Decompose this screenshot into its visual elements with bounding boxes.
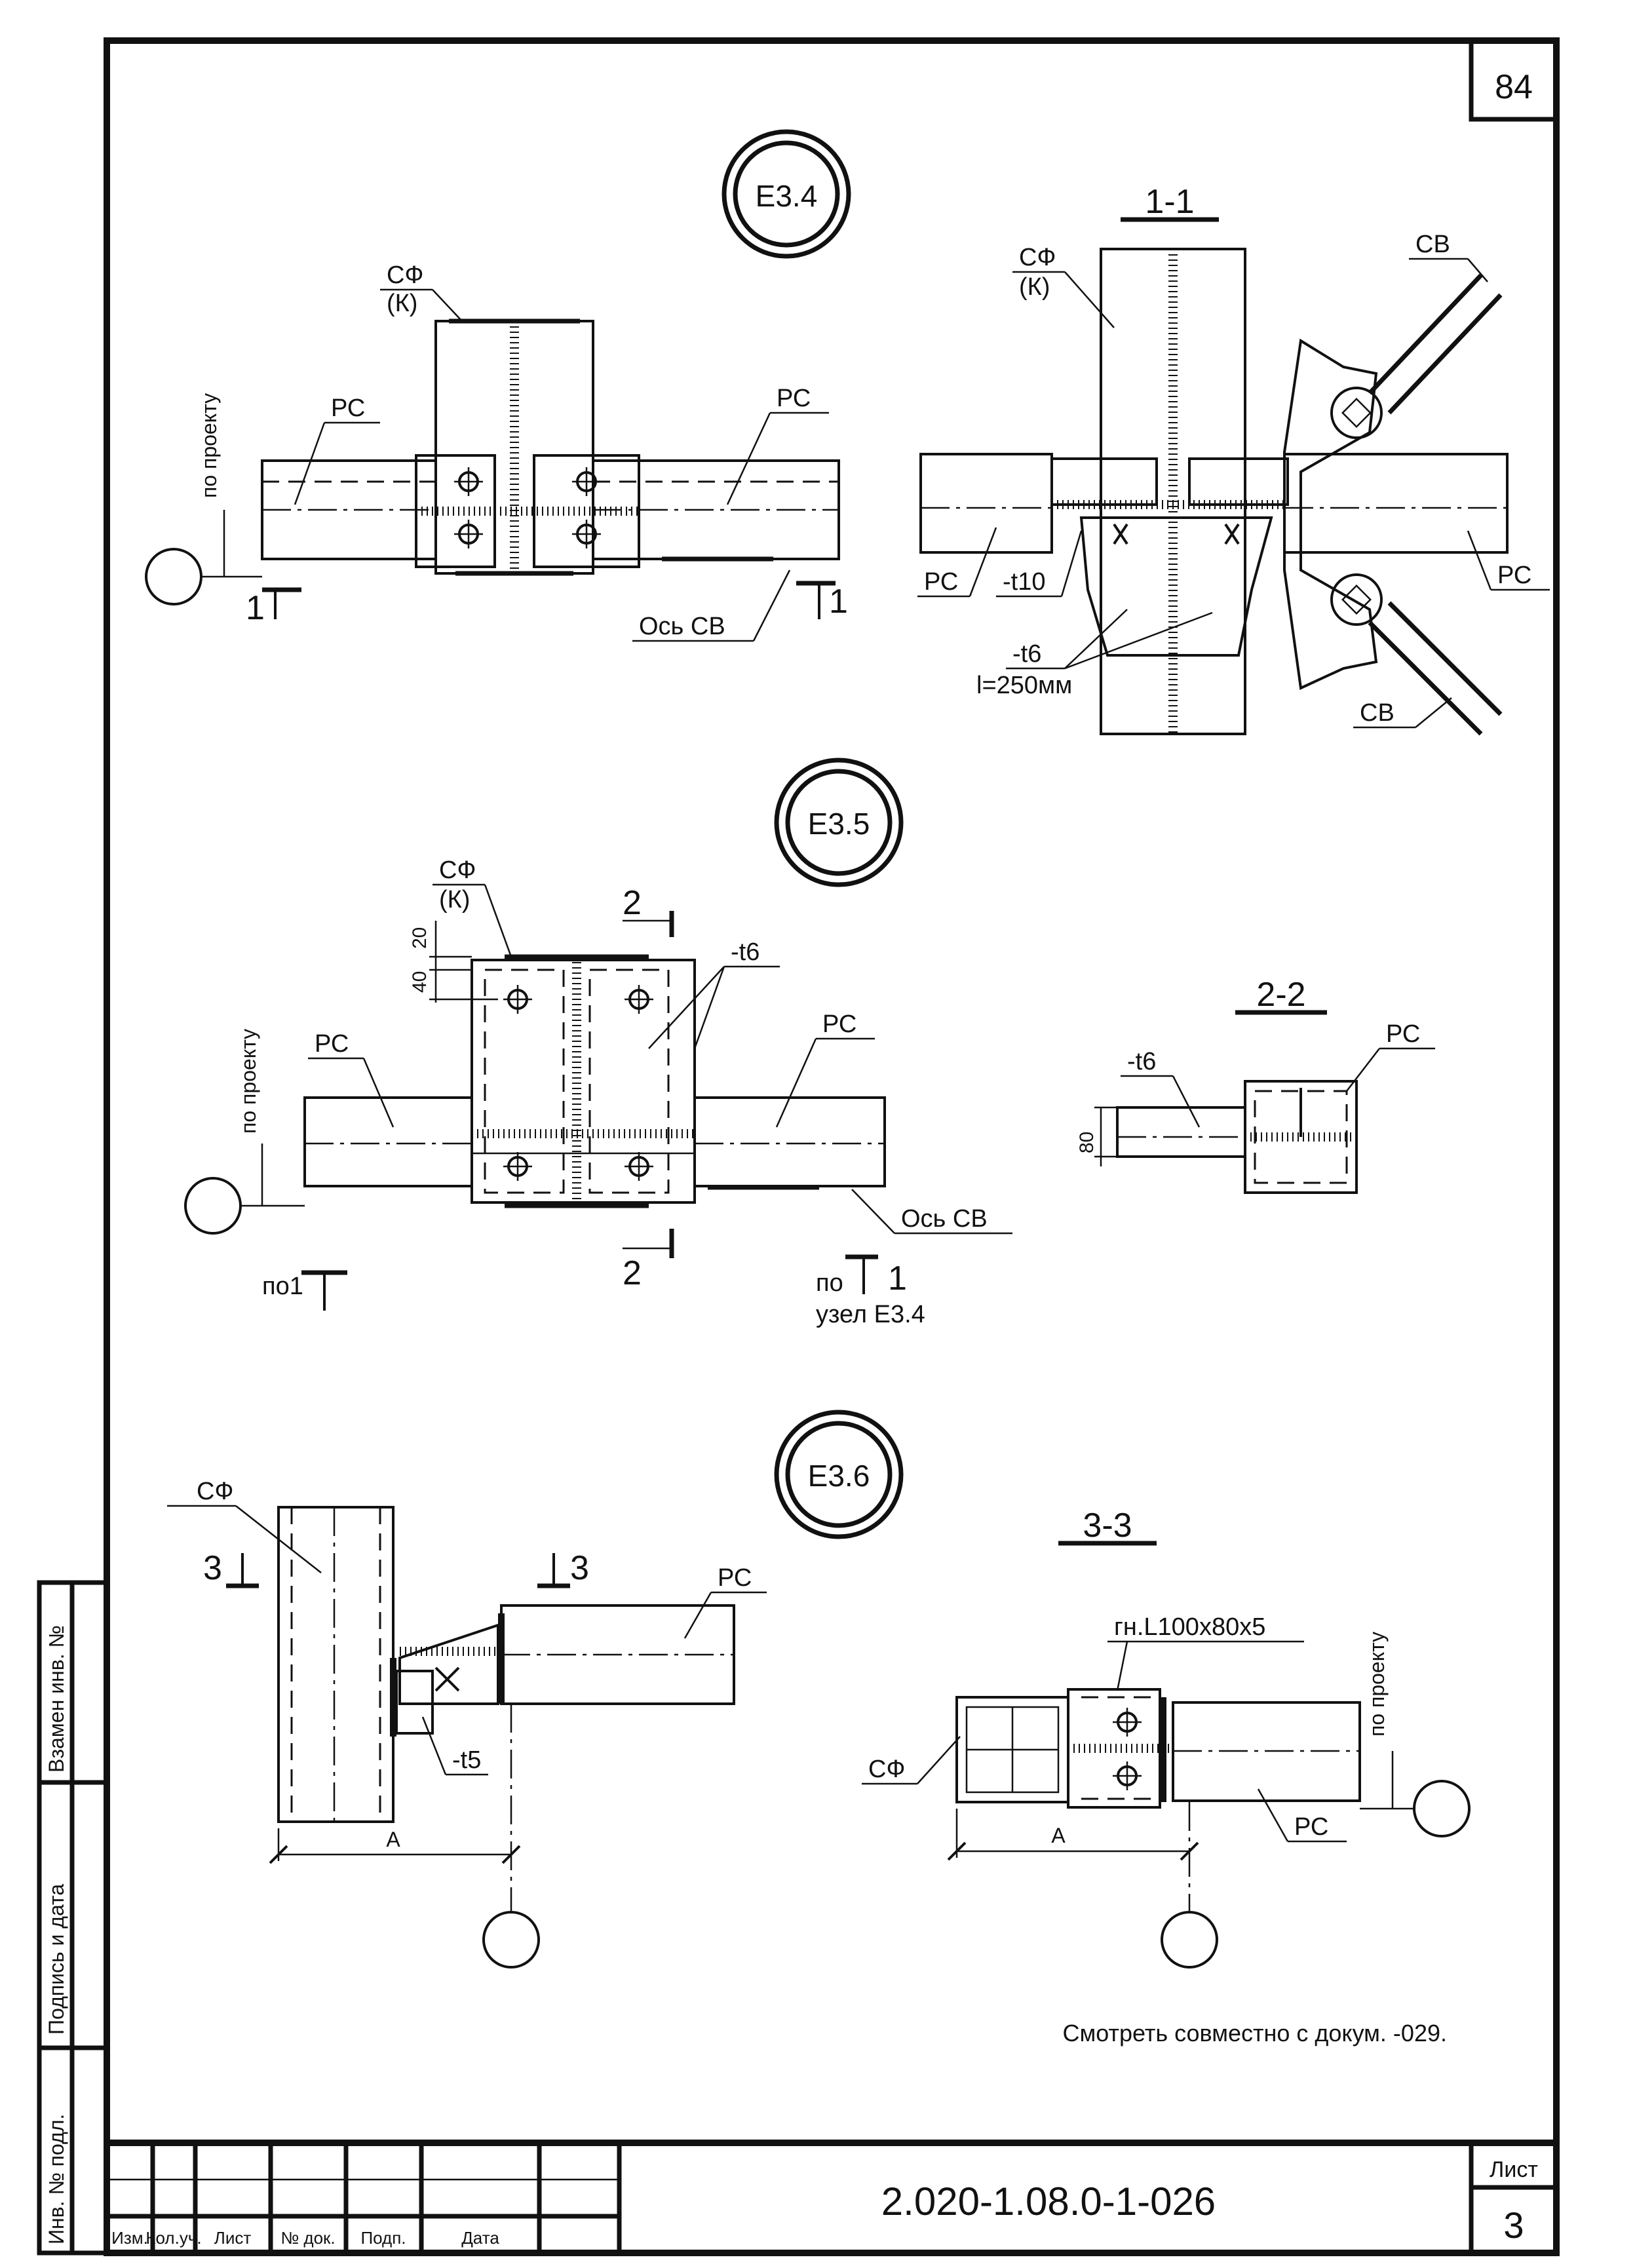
sheet-number: 3 bbox=[1503, 2204, 1524, 2246]
section-3-3-title: 3-3 bbox=[1083, 1507, 1132, 1545]
section-2-2-dim80: 80 bbox=[1076, 1132, 1098, 1153]
node-e34: Е3.4 СФ (К) РС РС по проекту bbox=[145, 129, 851, 642]
node-e35-tag-text: Е3.5 bbox=[808, 807, 870, 841]
node-e35-tag: Е3.5 bbox=[774, 758, 904, 887]
side-stamp: Взамен инв. № Подпись и дата Инв. № подл… bbox=[37, 1580, 109, 2256]
node-e36: Е3.6 СФ 3 3 РС -t5 А bbox=[167, 1410, 904, 1969]
node-e36-sf: СФ bbox=[197, 1478, 233, 1505]
tb-col-kol: Кол.уч. bbox=[145, 2228, 201, 2248]
node-e35-bolt-icons bbox=[503, 985, 653, 1181]
node-e36-tag-text: Е3.6 bbox=[808, 1459, 870, 1493]
node-e35-rc-right: РС bbox=[822, 1010, 856, 1038]
node-e34-tag: Е3.4 bbox=[721, 129, 851, 259]
section-1-1-len: l=250мм bbox=[976, 672, 1072, 699]
node-e35-dim20: 20 bbox=[409, 927, 431, 949]
section-1-1-t6: -t6 bbox=[1012, 640, 1041, 668]
section-3-3-dim-a: А bbox=[1051, 1824, 1066, 1847]
section-1-1-title: 1-1 bbox=[1145, 183, 1194, 221]
section-3-3-angle: гн.L100x80x5 bbox=[1114, 1613, 1265, 1641]
tb-col-doc: № док. bbox=[280, 2228, 335, 2248]
node-e35-k: (К) bbox=[439, 886, 470, 913]
section-1-1-sf: СФ bbox=[1019, 244, 1056, 271]
sheet-frame: 84 bbox=[104, 37, 1560, 2256]
node-e35-rc-left: РС bbox=[315, 1030, 349, 1058]
node-e36-t5: -t5 bbox=[452, 1746, 481, 1774]
section-2-2-t6: -t6 bbox=[1127, 1048, 1156, 1075]
sheet-label: Лист bbox=[1490, 2157, 1538, 2182]
title-block: Изм. Кол.уч. Лист № док. Подп. Дата 2.02… bbox=[107, 2140, 1556, 2253]
node-e35-sec2-bottom: 2 bbox=[623, 1254, 642, 1292]
section-1-1-k: (К) bbox=[1019, 273, 1050, 301]
section-2-2: 2-2 -t6 РС 80 bbox=[1076, 976, 1435, 1194]
section-1-1-rc-left: РС bbox=[924, 568, 958, 596]
node-e34-rc-right: РС bbox=[777, 385, 811, 412]
node-e34-rc-left: РС bbox=[331, 394, 365, 422]
side-stamp-inventory: Инв. № подл. bbox=[45, 2114, 68, 2244]
node-e35-dim40: 40 bbox=[409, 971, 431, 993]
node-e36-rc: РС bbox=[718, 1564, 752, 1592]
tb-col-date: Дата bbox=[461, 2228, 499, 2248]
section-1-1-sv-top: СВ bbox=[1415, 231, 1450, 258]
node-e34-po-proektu: по проекту bbox=[197, 393, 221, 498]
tb-col-list: Лист bbox=[214, 2228, 252, 2248]
node-e36-sec3-left: 3 bbox=[203, 1549, 222, 1587]
section-1-1-rc-right: РС bbox=[1497, 562, 1531, 589]
tb-col-izm: Изм. bbox=[111, 2228, 148, 2248]
node-e34-os-sv: Ось СВ bbox=[639, 613, 725, 640]
section-1-1-sv-bottom: СВ bbox=[1360, 699, 1395, 727]
tb-col-sign: Подп. bbox=[360, 2228, 406, 2248]
node-e34-tag-text: Е3.4 bbox=[756, 179, 818, 213]
node-e34-k: (К) bbox=[387, 290, 417, 317]
node-e36-sec3-right: 3 bbox=[570, 1549, 589, 1587]
node-e35-os-sv: Ось СВ bbox=[901, 1205, 988, 1233]
node-e36-dim-a: А bbox=[386, 1828, 400, 1851]
side-stamp-replace: Взамен инв. № bbox=[45, 1625, 68, 1773]
section-2-2-rc: РС bbox=[1386, 1020, 1420, 1048]
page-number: 84 bbox=[1495, 68, 1533, 106]
node-e35-uzel: узел Е3.4 bbox=[816, 1301, 925, 1328]
side-stamp-sign-date: Подпись и дата bbox=[45, 1884, 68, 2035]
node-e35-sf: СФ bbox=[439, 856, 476, 884]
node-e35: Е3.5 СФ (К) 20 40 -t6 bbox=[184, 758, 1012, 1328]
section-3-3: 3-3 гн.L100x80x5 СФ РС по проекту bbox=[862, 1507, 1471, 1969]
node-e34-sf: СФ bbox=[387, 261, 423, 289]
section-2-2-title: 2-2 bbox=[1256, 976, 1305, 1014]
node-e34-section-right: 1 bbox=[829, 583, 848, 621]
node-e36-tag: Е3.6 bbox=[774, 1410, 904, 1539]
section-3-3-po-proektu: по проекту bbox=[1365, 1632, 1389, 1737]
document-code: 2.020-1.08.0-1-026 bbox=[881, 2180, 1216, 2223]
section-3-3-rc: РС bbox=[1294, 1813, 1328, 1841]
node-e35-one-right: 1 bbox=[888, 1259, 907, 1297]
section-1-1-bolt-icons bbox=[1341, 398, 1372, 615]
section-3-3-sf: СФ bbox=[868, 1756, 905, 1783]
node-e34-section-left: 1 bbox=[246, 589, 265, 627]
node-e35-po-proektu: по проекту bbox=[237, 1029, 260, 1134]
node-e35-po-right: по bbox=[816, 1269, 843, 1297]
node-e35-po1: по1 bbox=[262, 1273, 303, 1300]
node-e35-t6: -t6 bbox=[731, 938, 760, 966]
section-1-1-t10: -t10 bbox=[1003, 568, 1045, 596]
section-3-3-bolt-icons bbox=[1113, 1708, 1142, 1790]
node-e34-bolt-icons bbox=[454, 467, 601, 548]
node-e35-sec2-top: 2 bbox=[623, 884, 642, 922]
section-1-1: 1-1 СФ (К) СВ СВ bbox=[917, 183, 1550, 736]
note: Смотреть совместно с докум. -029. bbox=[1063, 2020, 1447, 2047]
